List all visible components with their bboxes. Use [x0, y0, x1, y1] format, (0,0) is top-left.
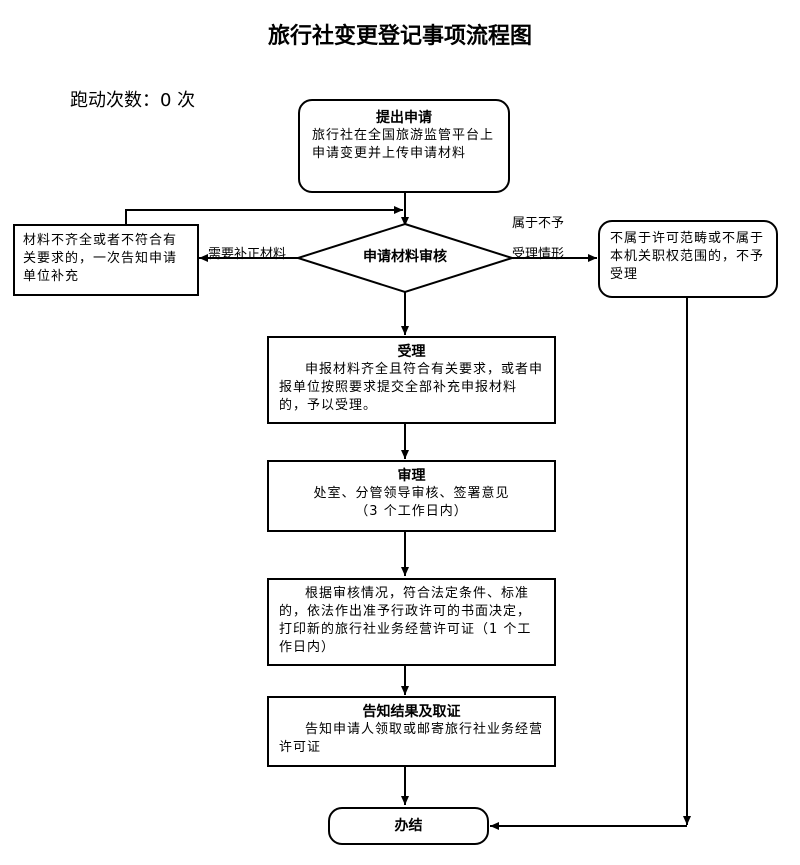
accept-box: 受理 申报材料齐全且符合有关要求，或者申报单位按照要求提交全部补充申报材料的，予… [267, 336, 556, 424]
page-title: 旅行社变更登记事项流程图 [267, 23, 532, 49]
run-count: 跑动次数：0 次 [70, 90, 196, 111]
examine-line2: （3 个工作日内） [355, 504, 468, 519]
examine-line1: 处室、分管领导审核、签署意见 [313, 486, 510, 501]
decision-box: 根据审核情况，符合法定条件、标准的，依法作出准予行政许可的书面决定，打印新的旅行… [267, 578, 556, 666]
examine-heading: 审理 [397, 468, 426, 484]
apply-box: 提出申请 旅行社在全国旅游监管平台上申请变更并上传申请材料 [298, 99, 510, 193]
decision-text: 根据审核情况，符合法定条件、标准的，依法作出准予行政许可的书面决定，打印新的旅行… [279, 586, 532, 655]
accept-heading: 受理 [397, 344, 426, 360]
reject-label-line2: 受理情形 [512, 247, 565, 262]
finish-label: 办结 [394, 818, 423, 834]
apply-text: 旅行社在全国旅游监管平台上申请变更并上传申请材料 [312, 128, 495, 161]
reject-box: 不属于许可范畴或不属于本机关职权范围的，不予受理 [598, 220, 778, 298]
reject-label-line1: 属于不予 [512, 216, 565, 231]
reject-text: 不属于许可范畴或不属于本机关职权范围的，不予受理 [610, 231, 765, 282]
notify-text: 告知申请人领取或邮寄旅行社业务经营许可证 [279, 722, 544, 755]
examine-box: 审理 处室、分管领导审核、签署意见 （3 个工作日内） [267, 460, 556, 532]
arrow-resubmit-loop [125, 206, 403, 224]
supplement-label: 需要补正材料 [208, 247, 287, 262]
supplement-text: 材料不齐全或者不符合有关要求的，一次告知申请单位补充 [23, 233, 178, 284]
finish-box: 办结 [328, 807, 489, 845]
review-diamond [294, 222, 516, 294]
supplement-box: 材料不齐全或者不符合有关要求的，一次告知申请单位补充 [13, 224, 199, 296]
notify-heading: 告知结果及取证 [362, 704, 461, 720]
accept-text: 申报材料齐全且符合有关要求，或者申报单位按照要求提交全部补充申报材料的，予以受理… [279, 362, 544, 413]
apply-heading: 提出申请 [376, 110, 432, 126]
notify-box: 告知结果及取证 告知申请人领取或邮寄旅行社业务经营许可证 [267, 696, 556, 767]
review-label: 申请材料审核 [363, 249, 447, 265]
